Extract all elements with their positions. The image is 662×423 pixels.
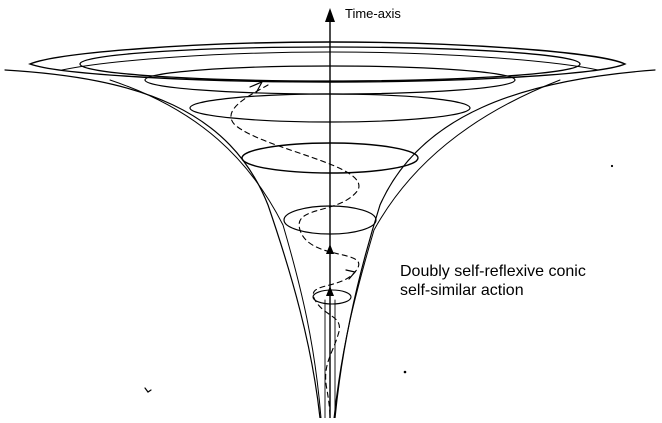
scan-speck: [610, 164, 614, 168]
horn-profile-right: [334, 69, 656, 419]
diagram-caption: Doubly self-reflexive conic self-similar…: [400, 262, 586, 300]
cross-section-ellipse: [312, 289, 352, 305]
spiral-arrow: [249, 80, 264, 94]
time-axis-arrowhead: [326, 286, 334, 296]
caption-line: self-similar action: [400, 282, 524, 299]
time-axis-arrowhead: [325, 8, 335, 22]
spiral-path: [230, 84, 360, 419]
scan-speck: [144, 387, 152, 393]
horn-rim: [28, 41, 627, 83]
spiral-arrow: [345, 269, 357, 280]
scan-speck: [403, 370, 407, 374]
inner-profile-right: [333, 79, 561, 419]
time-axis-arrowhead: [326, 244, 334, 254]
caption-line: Doubly self-reflexive conic: [400, 263, 586, 280]
inner-profile-left: [109, 79, 322, 419]
time-axis-label: Time-axis: [345, 6, 401, 21]
horn-profile-left: [4, 69, 321, 419]
